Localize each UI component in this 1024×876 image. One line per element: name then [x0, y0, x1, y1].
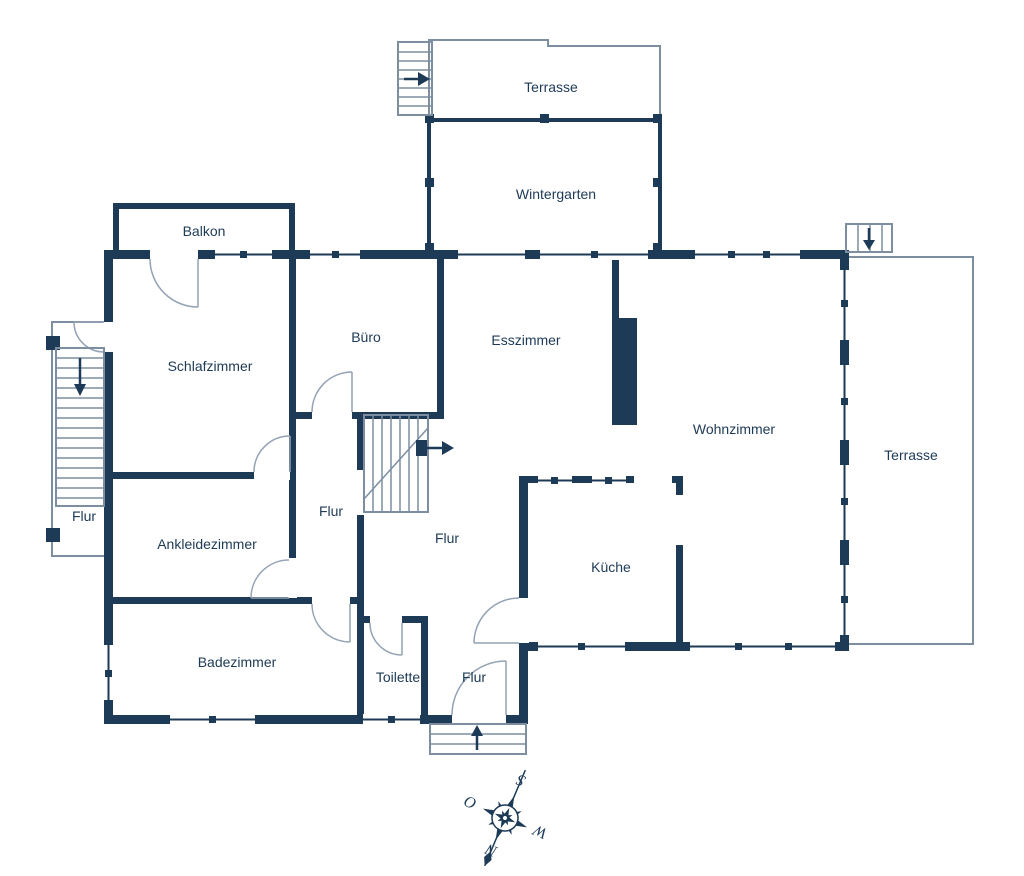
- door-arcs: [73, 258, 520, 716]
- room-label-esszimmer: Esszimmer: [491, 332, 561, 348]
- room-label-terrasse-top: Terrasse: [524, 79, 578, 95]
- stair-terrace-top: [397, 41, 433, 116]
- room-label-flur-treppe: Flur: [435, 530, 459, 546]
- stair-terrace-right: [845, 223, 893, 253]
- right-arrow-icon: [442, 441, 454, 455]
- room-label-wohnzimmer: Wohnzimmer: [693, 421, 776, 437]
- stair-main-interior: [363, 414, 454, 513]
- room-label-flur-links: Flur: [72, 508, 96, 524]
- room-label-ankleidezimmer: Ankleidezimmer: [157, 536, 257, 552]
- room-label-wintergarten: Wintergarten: [516, 186, 596, 202]
- compass-needle-icon: [484, 851, 492, 866]
- compass-east-label: O: [462, 792, 480, 812]
- room-label-kueche: Küche: [591, 559, 631, 575]
- exterior-walls: [104, 250, 849, 724]
- room-label-flur-mitte: Flur: [319, 503, 343, 519]
- chimney: [612, 318, 637, 425]
- room-labels: Terrasse Wintergarten Balkon Schlafzimme…: [72, 79, 938, 685]
- stair-left-exterior: [55, 347, 105, 507]
- post: [46, 336, 60, 350]
- room-label-terrasse-rechts: Terrasse: [884, 447, 938, 463]
- post: [46, 528, 60, 542]
- terrace-right-outline: [849, 256, 974, 645]
- room-label-buero: Büro: [351, 329, 381, 345]
- room-label-toilette: Toilette: [376, 669, 421, 685]
- down-arrow-icon: [863, 240, 875, 250]
- up-arrow-icon: [471, 725, 483, 736]
- compass-north-label: N: [482, 839, 501, 860]
- terrace-top-outline: [428, 39, 661, 118]
- entrance-steps: [429, 723, 527, 755]
- right-arrow-icon: [418, 72, 430, 86]
- balcony-walls: [113, 203, 295, 252]
- windows: [105, 251, 848, 723]
- room-label-badezimmer: Badezimmer: [198, 654, 277, 670]
- down-arrow-icon: [74, 384, 86, 396]
- compass-rose: N O S W: [462, 769, 550, 867]
- interior-walls: [104, 250, 683, 724]
- room-label-schlafzimmer: Schlafzimmer: [168, 358, 253, 374]
- compass-west-label: W: [530, 820, 550, 842]
- wintergarten-walls: [425, 114, 662, 252]
- room-label-balkon: Balkon: [183, 223, 226, 239]
- compass-south-label: S: [514, 770, 528, 789]
- room-label-flur-eingang: Flur: [462, 669, 486, 685]
